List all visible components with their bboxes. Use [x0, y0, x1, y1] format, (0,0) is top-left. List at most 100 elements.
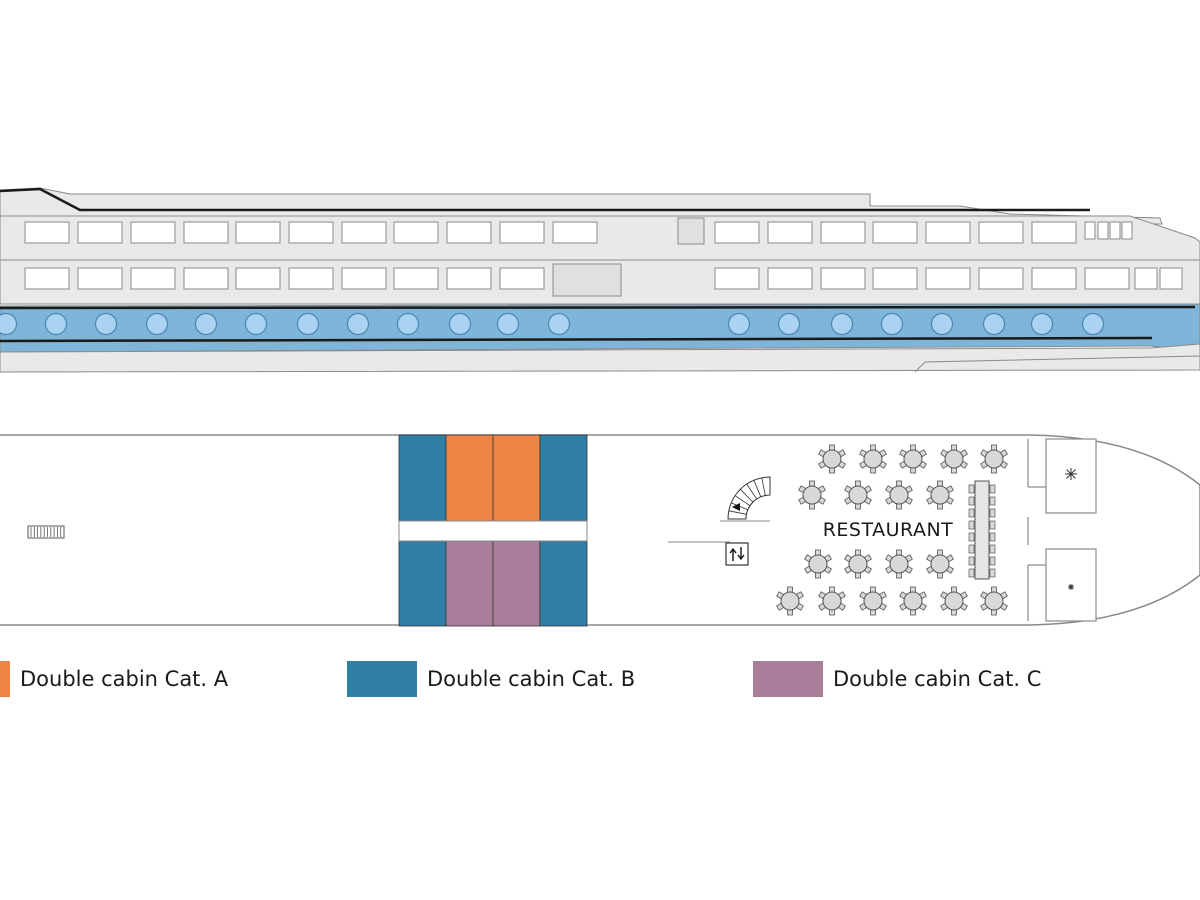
- legend-swatch-cat-b: [347, 661, 417, 697]
- table-icon: [804, 549, 832, 579]
- stairs-icon: [727, 476, 771, 520]
- snowflake-icon: [1068, 584, 1074, 590]
- buffet-table: [968, 480, 996, 580]
- window: [820, 267, 866, 290]
- window: [24, 267, 70, 290]
- bow-detail: [914, 355, 1200, 373]
- table-icon: [940, 444, 968, 474]
- cabins: [398, 434, 588, 627]
- porthole: [830, 312, 854, 336]
- window: [1031, 267, 1077, 290]
- hull-stripe-bottom: [0, 336, 1153, 343]
- legend-swatch-cat-c: [753, 661, 823, 697]
- window: [714, 267, 760, 290]
- door: [677, 217, 705, 245]
- cabin-cat-b: [539, 434, 588, 522]
- porthole: [1081, 312, 1105, 336]
- window: [235, 221, 281, 244]
- porthole: [94, 312, 118, 336]
- porthole: [396, 312, 420, 336]
- table-icon: [844, 549, 872, 579]
- porthole: [145, 312, 169, 336]
- deck-outline: [0, 434, 1200, 626]
- cabin-corridor: [398, 520, 588, 542]
- porthole: [982, 312, 1006, 336]
- porthole: [547, 312, 571, 336]
- window: [872, 221, 918, 244]
- window: [767, 221, 813, 244]
- legend-cat-b: Double cabin Cat. B: [347, 661, 635, 697]
- table-icon: [885, 480, 913, 510]
- upper-deck-windows: [24, 217, 1133, 245]
- table-icon: [926, 480, 954, 510]
- cabin-cat-b: [539, 540, 588, 627]
- cabin-cat-a: [492, 434, 541, 522]
- elevator-icon: [725, 542, 749, 566]
- window: [393, 267, 439, 290]
- window: [1134, 267, 1158, 290]
- ship-side-profile: [0, 187, 1200, 373]
- window: [925, 221, 971, 244]
- table-icon: [776, 586, 804, 616]
- legend-cat-a: Double cabin Cat. A: [0, 661, 228, 697]
- porthole: [244, 312, 268, 336]
- table-icon: [885, 549, 913, 579]
- window: [1109, 221, 1121, 240]
- window: [499, 221, 545, 244]
- window: [130, 267, 176, 290]
- legend-label-cat-a: Double cabin Cat. A: [20, 667, 229, 691]
- cabin-cat-b: [398, 540, 447, 627]
- table-icon: [818, 444, 846, 474]
- window: [978, 267, 1024, 290]
- porthole: [44, 312, 68, 336]
- table-icon: [859, 586, 887, 616]
- window: [446, 221, 492, 244]
- restaurant-tables: [776, 444, 1008, 616]
- window: [1159, 267, 1183, 290]
- cabin-cat-a: [445, 434, 494, 522]
- legend-swatch-cat-a: [0, 661, 10, 697]
- legend-cat-c: Double cabin Cat. C: [753, 661, 1041, 697]
- table-icon: [798, 480, 826, 510]
- table-icon: [980, 586, 1008, 616]
- window: [446, 267, 492, 290]
- table-icon: [818, 586, 846, 616]
- window: [767, 267, 813, 290]
- window: [341, 267, 387, 290]
- main-deck-windows: [24, 263, 1183, 297]
- window: [341, 221, 387, 244]
- lower-hull: [0, 343, 1200, 373]
- window: [820, 221, 866, 244]
- window: [1121, 221, 1133, 240]
- table-icon: [844, 480, 872, 510]
- hull-portholes: [0, 312, 1105, 336]
- window: [714, 221, 760, 244]
- hull-band: [0, 303, 1200, 353]
- window: [1084, 267, 1130, 290]
- hull-stripe-top: [0, 305, 1196, 310]
- window: [552, 221, 598, 244]
- legend-label-cat-c: Double cabin Cat. C: [833, 667, 1042, 691]
- porthole: [727, 312, 751, 336]
- window: [393, 221, 439, 244]
- window: [288, 221, 334, 244]
- porthole: [0, 312, 18, 336]
- window: [235, 267, 281, 290]
- porthole: [296, 312, 320, 336]
- window: [24, 221, 70, 244]
- window: [183, 267, 229, 290]
- porthole: [448, 312, 472, 336]
- door: [552, 263, 622, 297]
- window: [130, 221, 176, 244]
- restaurant-label: RESTAURANT: [823, 519, 954, 541]
- table-icon: [940, 586, 968, 616]
- table-icon: [980, 444, 1008, 474]
- window: [1084, 221, 1096, 240]
- window: [77, 267, 123, 290]
- snowflake-icon: [1065, 468, 1077, 480]
- window: [1097, 221, 1109, 240]
- cabin-cat-c: [492, 540, 541, 627]
- window: [499, 267, 545, 290]
- window: [925, 267, 971, 290]
- cabin-cat-c: [445, 540, 494, 627]
